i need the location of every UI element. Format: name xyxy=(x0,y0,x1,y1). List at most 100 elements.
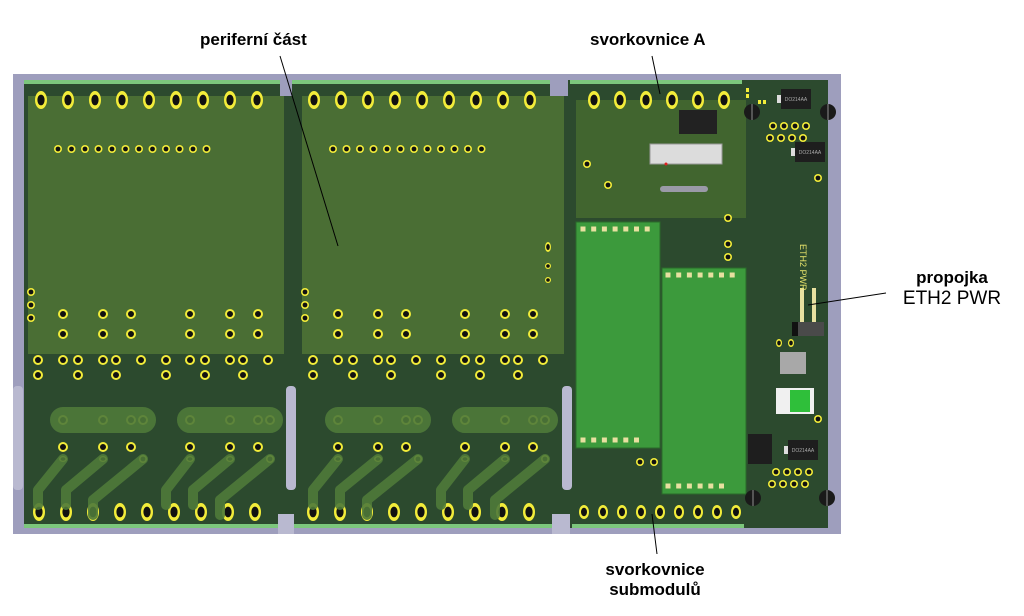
terminal-pad xyxy=(415,503,427,521)
label-submodule-line1: svorkovnice xyxy=(605,560,705,579)
ic-pin xyxy=(189,145,197,153)
via xyxy=(545,242,551,252)
via xyxy=(814,415,822,423)
ic-pin xyxy=(67,145,76,153)
copper-trace xyxy=(362,454,423,520)
via xyxy=(301,301,309,309)
slot xyxy=(562,386,572,490)
terminal-pad xyxy=(224,91,236,109)
ic-pin xyxy=(94,145,103,153)
submodule-pin xyxy=(634,226,639,232)
copper-trace xyxy=(325,407,431,433)
ic-pin xyxy=(383,145,391,153)
relay-pad xyxy=(126,329,136,339)
slot xyxy=(13,386,23,490)
edge-strip xyxy=(24,524,278,528)
relay-pad xyxy=(436,355,446,365)
terminal-pad xyxy=(335,91,347,109)
relay-pad xyxy=(33,370,43,380)
terminal-a-pad xyxy=(718,91,730,109)
relay-pad xyxy=(263,355,273,365)
ic-pin xyxy=(396,145,405,153)
relay-pad xyxy=(475,355,485,365)
relay-pad xyxy=(500,355,510,365)
copper-trace xyxy=(335,454,383,510)
relay-pad xyxy=(238,355,248,365)
terminal-pad xyxy=(114,503,126,521)
slot xyxy=(286,386,296,490)
ic-pin xyxy=(81,145,89,153)
peripheral-area-left xyxy=(28,96,284,354)
connector-pad xyxy=(799,134,807,142)
diode-do214aa xyxy=(748,434,772,464)
ic-pin xyxy=(329,145,337,153)
label-jumper-eth2-pwr: propojka ETH2 PWR xyxy=(888,268,1016,310)
via xyxy=(583,160,591,168)
ic-pin xyxy=(410,145,418,153)
submodule-terminal-pad xyxy=(598,505,608,519)
connector-pad xyxy=(791,122,799,130)
submodule-pin xyxy=(686,272,692,278)
copper-trace xyxy=(436,454,470,510)
jumper-header-body xyxy=(792,322,798,336)
edge-strip xyxy=(24,80,280,84)
terminal-pad xyxy=(62,91,74,109)
submodule-pin xyxy=(676,272,682,278)
connector-pad xyxy=(805,468,813,476)
relay-pad xyxy=(161,355,171,365)
terminal-pad xyxy=(249,503,261,521)
connector-pad xyxy=(783,468,791,476)
relay-pad xyxy=(513,355,523,365)
relay-pad xyxy=(238,370,248,380)
relay-pad xyxy=(225,329,235,339)
copper-trace xyxy=(177,407,283,433)
connector-pad xyxy=(801,480,809,488)
callout-line-jumper xyxy=(807,292,887,306)
via xyxy=(545,263,551,269)
relay-pad xyxy=(58,329,68,339)
submodule-terminal-pad xyxy=(636,505,646,519)
relay-pad xyxy=(333,355,343,365)
relay-pad xyxy=(73,370,83,380)
submodule-pin xyxy=(612,437,618,443)
ic-pin xyxy=(202,145,211,153)
jumper-pin xyxy=(812,288,816,328)
submodule-pin xyxy=(580,226,586,232)
ic-pin xyxy=(464,145,472,153)
relay-pad xyxy=(111,355,121,365)
connector-pad xyxy=(777,134,785,142)
fuse-body xyxy=(790,390,810,412)
relay-pad xyxy=(308,355,318,365)
smd-pad xyxy=(746,94,749,98)
diode-do214aa: DO214AA xyxy=(784,440,818,460)
jumper-pad xyxy=(776,339,782,347)
ic-pin xyxy=(356,145,364,153)
submodule-pin xyxy=(623,437,629,443)
submodule-pin xyxy=(708,483,714,489)
connector-pad xyxy=(772,468,780,476)
submodule-pin xyxy=(644,226,650,232)
terminal-pad xyxy=(308,91,320,109)
callout-line-terminal-a xyxy=(651,55,661,95)
mounting-screw xyxy=(819,490,835,506)
submodule-terminal-pad xyxy=(655,505,665,519)
submodule-pin xyxy=(623,226,629,232)
relay-pad xyxy=(401,442,411,452)
terminal-pad xyxy=(389,91,401,109)
connector-pad xyxy=(788,134,796,142)
terminal-pad xyxy=(362,91,374,109)
silkscreen-eth2-pwr: ETH2 PWR xyxy=(798,244,808,291)
relay-pad xyxy=(386,370,396,380)
terminal-pad xyxy=(35,91,47,109)
label-submodule-terminals: svorkovnice submodulů xyxy=(590,560,720,600)
via xyxy=(814,174,822,182)
edge-strip xyxy=(572,524,744,528)
terminal-a-pad xyxy=(588,91,600,109)
relay-pad xyxy=(500,329,510,339)
relay-pad xyxy=(460,442,470,452)
svg-text:DO214AA: DO214AA xyxy=(799,150,822,156)
relay-pad xyxy=(126,442,136,452)
relay-pad xyxy=(373,309,383,319)
board-notch xyxy=(550,80,568,96)
ic-pin xyxy=(369,145,378,153)
